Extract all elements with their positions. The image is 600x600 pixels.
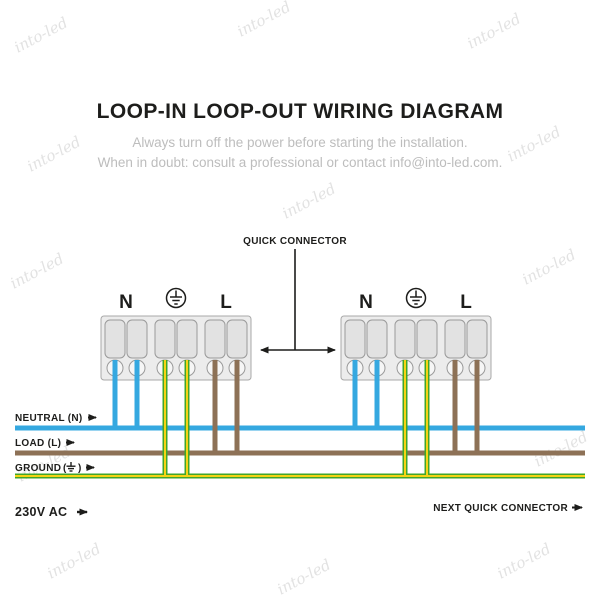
neutral-wire bbox=[15, 360, 585, 431]
terminal-label-live-2: L bbox=[460, 292, 472, 313]
terminal-lever bbox=[126, 319, 148, 359]
page-subtitle: Always turn off the power before startin… bbox=[0, 133, 600, 172]
watermark-text: into-led bbox=[274, 555, 334, 599]
ground-wire-path bbox=[15, 360, 585, 479]
terminal-lever bbox=[104, 319, 126, 359]
terminal-levers bbox=[104, 319, 488, 359]
terminal-label-neutral-1: N bbox=[119, 292, 133, 313]
load-wire bbox=[15, 360, 585, 456]
neutral-wire-path bbox=[15, 360, 585, 431]
terminal-label-live-1: L bbox=[220, 292, 232, 313]
watermark-text: into-led bbox=[234, 0, 294, 41]
quick-connector-label: QUICK CONNECTOR bbox=[243, 236, 347, 247]
quick-connector-leader-lines bbox=[260, 249, 336, 354]
ground-label-earth-icon bbox=[66, 462, 76, 472]
ground-wire-yellow-stripe bbox=[15, 360, 585, 477]
header: LOOP-IN LOOP-OUT WIRING DIAGRAM Always t… bbox=[0, 100, 600, 172]
load-wire-label: LOAD (L) bbox=[15, 438, 61, 449]
terminal-lever bbox=[394, 319, 416, 359]
load-wire-path bbox=[15, 360, 585, 456]
page-title: LOOP-IN LOOP-OUT WIRING DIAGRAM bbox=[96, 100, 504, 123]
terminal-lever bbox=[444, 319, 466, 359]
ground-wire-stripe-path bbox=[15, 360, 585, 477]
supply-voltage-label: 230V AC bbox=[15, 505, 67, 519]
wiring-diagram: QUICK CONNECTOR N L N L bbox=[15, 236, 585, 519]
watermark-text: into-led bbox=[279, 179, 339, 223]
earth-symbol-1 bbox=[165, 287, 187, 309]
ground-label-paren-open: ( bbox=[63, 463, 67, 474]
watermark-text: into-led bbox=[11, 13, 71, 57]
terminal-lever bbox=[154, 319, 176, 359]
watermark-text: into-led bbox=[464, 9, 524, 53]
next-quick-connector-label: NEXT QUICK CONNECTOR bbox=[433, 503, 568, 514]
neutral-wire-label: NEUTRAL (N) bbox=[15, 413, 83, 424]
ground-label-paren-close: ) bbox=[78, 463, 82, 474]
terminal-lever bbox=[226, 319, 248, 359]
ground-wire-green bbox=[15, 360, 585, 479]
terminal-lever bbox=[204, 319, 226, 359]
terminal-lever bbox=[366, 319, 388, 359]
earth-symbol-circle bbox=[405, 287, 427, 309]
earth-symbol-2 bbox=[405, 287, 427, 309]
terminal-lever bbox=[176, 319, 198, 359]
subtitle-line-2: When in doubt: consult a professional or… bbox=[97, 154, 503, 170]
subtitle-line-1: Always turn off the power before startin… bbox=[132, 135, 468, 150]
ground-wire-label: GROUND bbox=[15, 463, 61, 474]
terminal-lever bbox=[466, 319, 488, 359]
earth-symbol-circle bbox=[165, 287, 187, 309]
terminal-lever bbox=[344, 319, 366, 359]
terminal-lever bbox=[416, 319, 438, 359]
connector-blocks bbox=[100, 315, 492, 381]
terminal-label-neutral-2: N bbox=[359, 292, 373, 313]
